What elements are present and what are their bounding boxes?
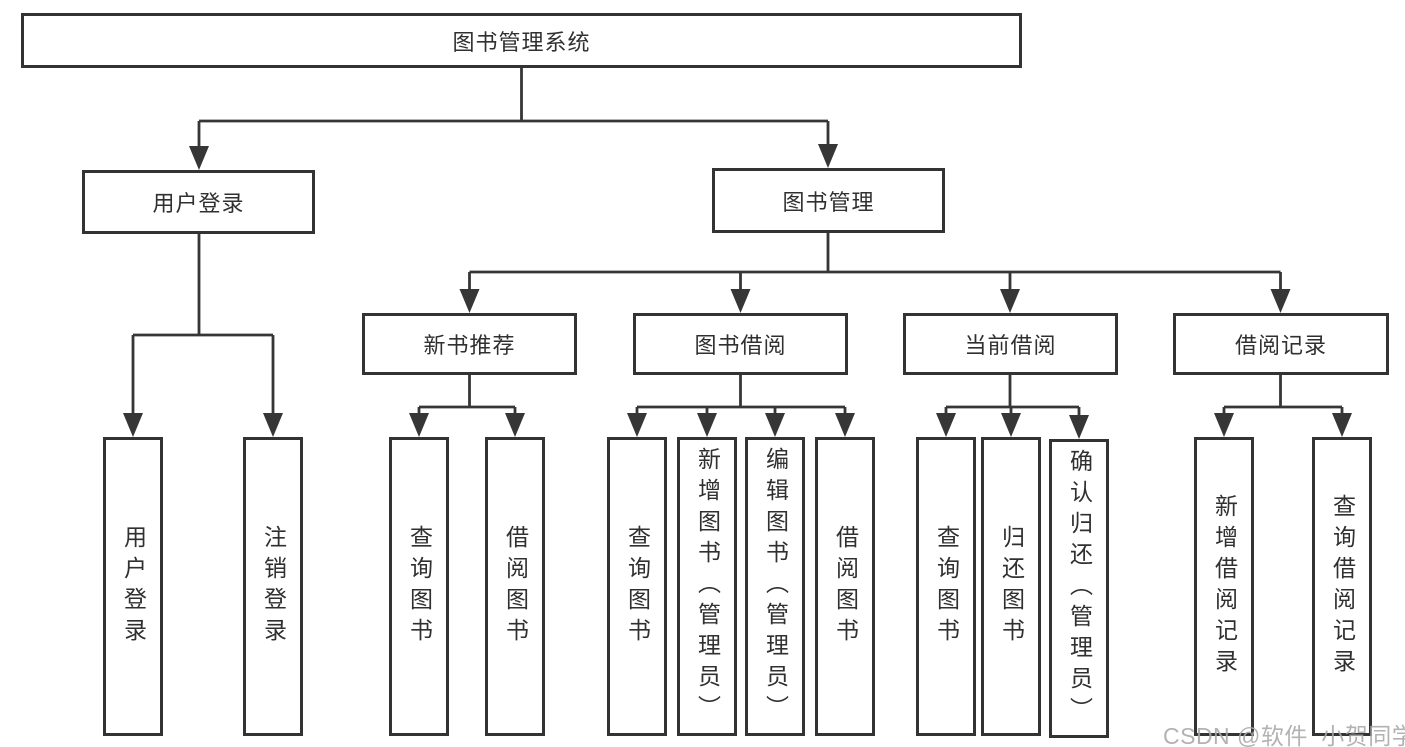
leaf-borrow-books-recommend-label: 借阅图书 (502, 524, 529, 649)
node-user-login: 用户登录 (82, 170, 315, 234)
node-current-borrowing-label: 当前借阅 (964, 333, 1057, 358)
tree-lines (131, 68, 1344, 416)
leaf-borrow-books: 借阅图书 (815, 437, 875, 736)
leaf-query-books-borrow: 查询图书 (607, 437, 667, 736)
leaf-confirm-return-admin: 确认归还（管理员） (1049, 439, 1109, 738)
leaf-query-books-borrow-label: 查询图书 (624, 524, 651, 649)
leaf-return-book: 归还图书 (981, 437, 1041, 736)
leaf-confirm-return-admin-label: 确认归还（管理员） (1066, 449, 1093, 728)
node-borrowing-records-label: 借阅记录 (1234, 333, 1327, 358)
leaf-return-book-label: 归还图书 (998, 524, 1025, 649)
leaf-logout: 注销登录 (243, 437, 303, 736)
node-root-label: 图书管理系统 (452, 29, 591, 55)
node-user-login-label: 用户登录 (152, 191, 245, 216)
leaf-borrow-books-recommend: 借阅图书 (485, 437, 545, 736)
leaf-query-books-current: 查询图书 (916, 437, 976, 736)
node-book-borrowing: 图书借阅 (633, 313, 848, 375)
leaf-add-borrow-record: 新增借阅记录 (1194, 437, 1254, 736)
node-current-borrowing: 当前借阅 (903, 313, 1118, 375)
csdn-watermark: CSDN @软件_小贺同学 (1163, 723, 1405, 747)
leaf-borrow-books-label: 借阅图书 (832, 524, 859, 649)
node-book-borrowing-label: 图书借阅 (694, 333, 787, 358)
leaf-query-books-recommend-label: 查询图书 (406, 524, 433, 649)
leaf-add-book-admin: 新增图书（管理员） (677, 437, 737, 736)
node-book-management-label: 图书管理 (782, 189, 875, 215)
node-new-book-recommendation-label: 新书推荐 (423, 333, 516, 358)
leaf-user-login: 用户登录 (103, 437, 163, 736)
node-borrowing-records: 借阅记录 (1173, 313, 1389, 375)
leaf-query-borrow-record: 查询借阅记录 (1312, 437, 1372, 736)
leaf-edit-book-admin-label: 编辑图书（管理员） (762, 447, 789, 726)
leaf-logout-label: 注销登录 (260, 524, 287, 649)
node-book-management: 图书管理 (712, 168, 945, 233)
leaf-query-books-current-label: 查询图书 (933, 524, 960, 649)
node-root-system: 图书管理系统 (21, 13, 1022, 68)
leaf-edit-book-admin: 编辑图书（管理员） (745, 437, 805, 736)
leaf-query-borrow-record-label: 查询借阅记录 (1329, 493, 1356, 680)
leaf-query-books-recommend: 查询图书 (389, 437, 449, 736)
leaf-user-login-label: 用户登录 (120, 524, 147, 649)
arrowheads (123, 144, 1352, 439)
leaf-add-borrow-record-label: 新增借阅记录 (1211, 493, 1238, 680)
leaf-add-book-admin-label: 新增图书（管理员） (694, 447, 721, 726)
node-new-book-recommendation: 新书推荐 (362, 313, 577, 375)
